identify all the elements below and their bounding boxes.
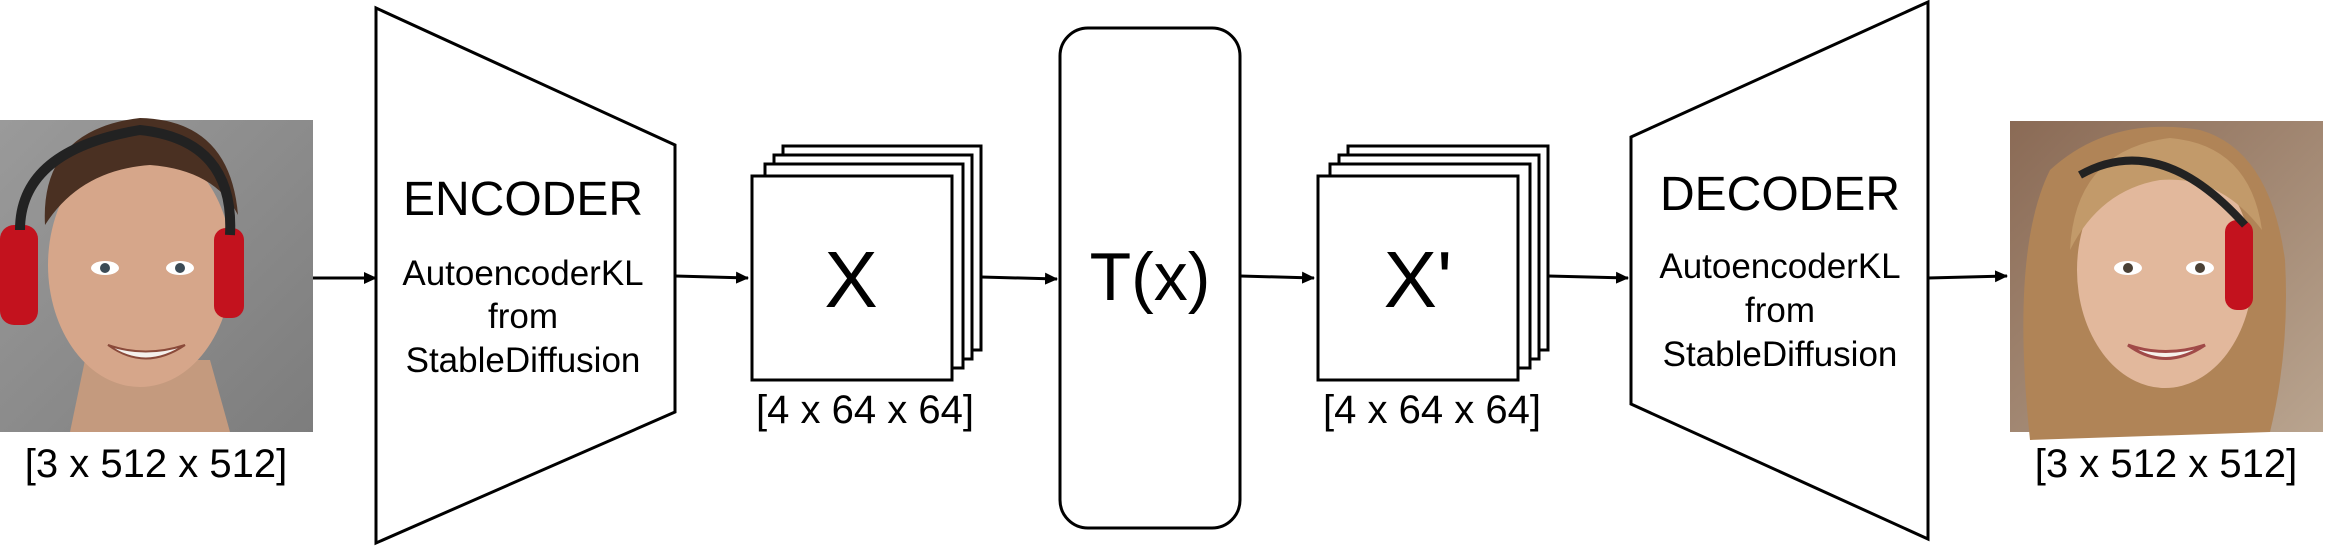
transform-label: T(x) [1090, 239, 1211, 315]
encoder-line-3: StableDiffusion [406, 341, 641, 380]
arrow-encoder-to-latent [674, 271, 749, 284]
input-dims-label: [3 x 512 x 512] [25, 442, 287, 486]
encoder-line-2: from [488, 297, 558, 336]
decoder-block [1629, 0, 1930, 542]
encoder-block [374, 5, 677, 546]
arrow-latent-to-transform [980, 272, 1058, 285]
arrow-decoder-to-output [1927, 270, 2008, 283]
decoder-line-2: from [1745, 291, 1815, 330]
output-dims-label: [3 x 512 x 512] [2035, 442, 2297, 486]
arrow-transform-to-latent-out [1239, 271, 1315, 284]
latent-x-prime-dims: [4 x 64 x 64] [1323, 388, 1541, 432]
output-image [2010, 121, 2323, 441]
decoder-title: DECODER [1660, 168, 1900, 221]
latent-x-label: X [824, 235, 877, 324]
latent-x-stack [750, 144, 983, 382]
input-image [0, 118, 313, 432]
transform-block [1058, 26, 1242, 530]
latent-x-prime-stack [1316, 144, 1550, 382]
decoder-line-1: AutoencoderKL [1659, 247, 1900, 286]
latent-x-prime-label: X' [1384, 235, 1453, 324]
encoder-title: ENCODER [403, 173, 643, 226]
decoder-line-3: StableDiffusion [1663, 335, 1898, 374]
encoder-line-1: AutoencoderKL [402, 254, 643, 293]
latent-x-dims: [4 x 64 x 64] [756, 388, 974, 432]
arrow-latent-out-to-decoder [1547, 271, 1629, 284]
